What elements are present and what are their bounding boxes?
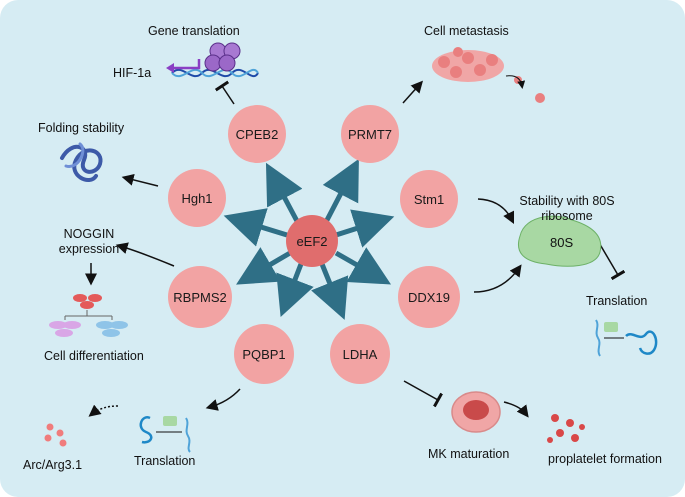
outcome-arrows [85, 80, 626, 418]
node-cpeb2: CPEB2 [228, 105, 286, 163]
cpeb2-label: CPEB2 [235, 126, 279, 142]
arrow-ddx19-80s [473, 264, 522, 293]
proplatelet-formation-label: proplatelet formation [548, 452, 662, 466]
ribosome-80s-label: 80S [550, 235, 574, 250]
rbpms2-label: RBPMS2 [173, 289, 227, 305]
node-ddx19: DDX19 [398, 266, 460, 328]
hif1a-label: HIF-1a [113, 66, 152, 80]
translation-right-label: Translation [586, 294, 648, 308]
cell-differentiation-label: Cell differentiation [44, 349, 144, 363]
proplatelet-icon [547, 414, 585, 443]
folding-stability-label: Folding stability [38, 121, 125, 135]
hif1a-transcription-arrow [172, 59, 201, 70]
arrow-pqbp1-translation [205, 388, 241, 411]
noggin-expression-label: NOGGIN expression [44, 227, 134, 257]
hgh1-label: Hgh1 [181, 190, 213, 206]
arrow-cpeb2-inhibit [214, 80, 235, 105]
node-hgh1: Hgh1 [168, 169, 226, 227]
translation-icon-bottom [139, 416, 191, 453]
arrow-to-stm1 [335, 209, 395, 248]
ribosome-mrna-icon [171, 42, 259, 78]
node-rbpms2: RBPMS2 [168, 266, 232, 328]
eef2-arrows [223, 158, 395, 320]
arrow-rbpms2-noggin [115, 242, 175, 267]
arrow-to-pqbp1 [276, 263, 314, 318]
arrow-translation-arc [88, 404, 119, 417]
stability-80s-line1: Stability with 80S [519, 194, 615, 208]
metastasis-arrow [505, 75, 526, 89]
node-pqbp1: PQBP1 [234, 324, 294, 384]
noggin-line2: expression [58, 242, 120, 256]
translation-icon-right [595, 319, 658, 357]
ribosome-80s-shape [518, 215, 602, 267]
arrow-to-ddx19 [334, 247, 392, 285]
arrow-to-rbpms2 [236, 247, 292, 285]
gene-translation-label: Gene translation [148, 24, 240, 38]
arrow-ldha-inhibit [403, 380, 443, 408]
node-stm1: Stm1 [400, 170, 458, 228]
cell-differentiation-icon [49, 294, 128, 337]
pqbp1-label: PQBP1 [242, 346, 286, 362]
arrow-hgh1-folding [121, 173, 159, 187]
eef2-label: eEF2 [296, 233, 328, 249]
folded-protein-icon [60, 142, 103, 182]
arrow-to-cpeb2 [265, 162, 303, 225]
metastasis-cells-icon [432, 47, 545, 103]
arc-arg-particles-icon [44, 423, 67, 447]
arrow-prmt7-metastasis [402, 80, 424, 104]
hif1a-arrowhead [166, 63, 174, 73]
arrow-stm1-80s [477, 198, 515, 225]
megakaryocyte-icon [451, 391, 501, 433]
arrow-to-prmt7 [322, 158, 359, 224]
arc-arg-label: Arc/Arg3.1 [23, 458, 83, 472]
arrow-to-hgh1 [223, 208, 288, 247]
ldha-label: LDHA [342, 346, 378, 362]
stability-80s-line2: ribosome [541, 209, 593, 223]
mk-maturation-label: MK maturation [428, 447, 510, 461]
stability-80s-label: Stability with 80S ribosome [512, 194, 622, 224]
eef2-node: eEF2 [286, 215, 338, 267]
translation-bottom-label: Translation [134, 454, 196, 468]
cell-metastasis-label: Cell metastasis [424, 24, 509, 38]
prmt7-label: PRMT7 [347, 126, 393, 142]
stm1-label: Stm1 [413, 191, 445, 207]
node-prmt7: PRMT7 [341, 105, 399, 163]
arrow-to-ldha [311, 263, 349, 320]
ddx19-label: DDX19 [408, 289, 450, 305]
arrow-mk-proplatelet [503, 401, 529, 418]
arrow-80s-inhibit [597, 240, 626, 281]
noggin-line1: NOGGIN [63, 227, 115, 241]
node-ldha: LDHA [330, 324, 390, 384]
